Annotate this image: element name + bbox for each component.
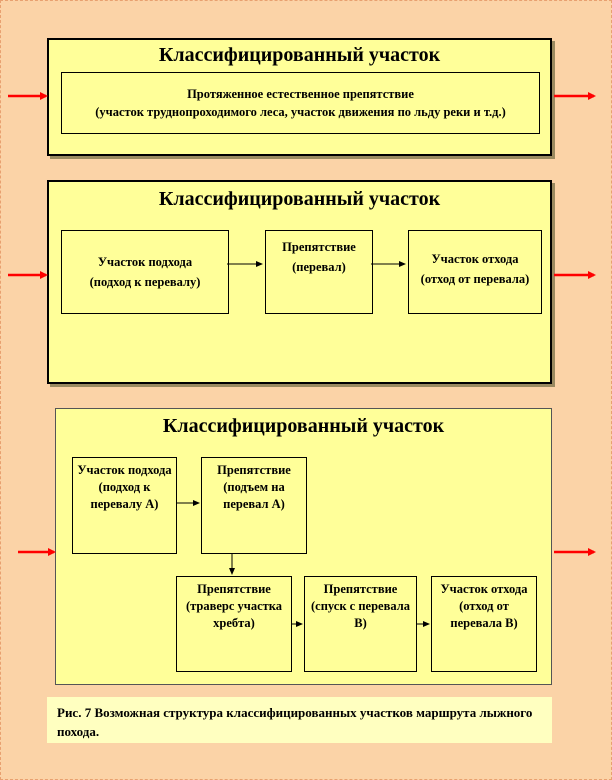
panel-title: Классифицированный участок: [158, 44, 441, 66]
descent-pass-b-box: Препятствие (спуск с перевала В): [304, 576, 417, 672]
departure-pass-b-box: Участок отхода (отход от перевала В): [431, 576, 537, 672]
classified-section-panel-1: Классифицированный участок Протяженное е…: [47, 38, 552, 156]
approach-section-box: Участок подхода (подход к перевалу): [61, 230, 229, 314]
panel-title: Классифицированный участок: [158, 188, 441, 210]
obstacle-extended-box: Протяженное естественное препятствие (уч…: [61, 72, 540, 134]
ascent-pass-a-box: Препятствие (подъем на перевал А): [201, 457, 307, 554]
classified-section-panel-2: Классифицированный участок Участок подхо…: [47, 180, 552, 384]
panel-title: Классифицированный участок: [162, 415, 445, 437]
figure-caption: Рис. 7 Возможная структура классифициров…: [47, 697, 552, 743]
classified-section-panel-3: Классифицированный участок Участок подхо…: [55, 408, 552, 685]
approach-pass-a-box: Участок подхода (подход к перевалу А): [72, 457, 177, 554]
departure-section-box: Участок отхода (отход от перевала): [408, 230, 542, 314]
obstacle-pass-box: Препятствие (перевал): [265, 230, 373, 314]
ridge-traverse-box: Препятствие (траверс участка хребта): [176, 576, 292, 672]
